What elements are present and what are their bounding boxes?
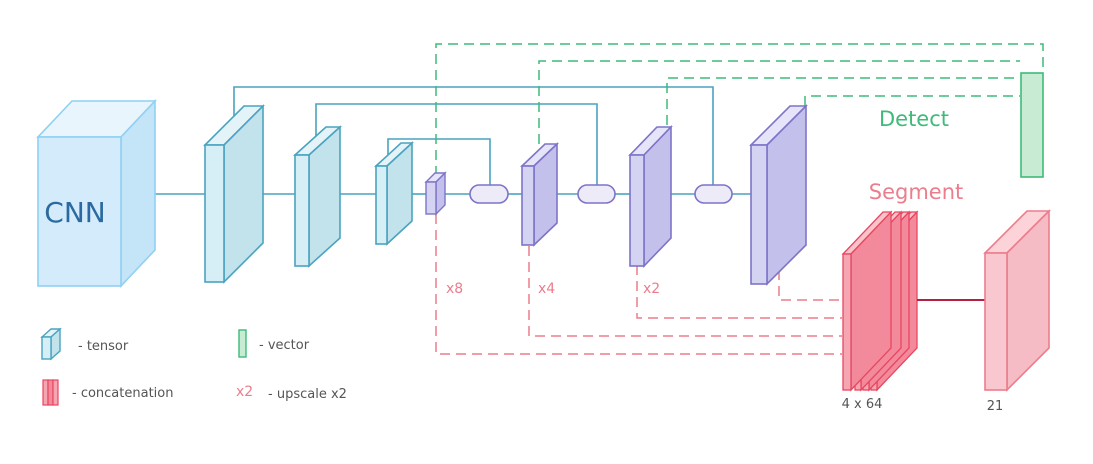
concatenation-stack: [841, 210, 919, 392]
upscale-x4-label: x4: [538, 281, 555, 297]
segment-connections: [435, 214, 842, 355]
tensor-decoder-3: [749, 104, 808, 286]
cnn-label: CNN: [44, 196, 105, 229]
legend-upscale-label: - upscale x2: [268, 387, 347, 402]
tensor-encoder-2: [292, 125, 343, 268]
detect-dash-2: [538, 60, 1020, 144]
upscale-x2-label: x2: [643, 281, 660, 297]
tensor-decoder-1: [520, 142, 559, 247]
tensor-bottleneck: [424, 171, 447, 216]
segment-label: Segment: [869, 180, 964, 204]
legend-vector-label: - vector: [259, 338, 310, 353]
concat-slice-1: [841, 210, 893, 392]
concat-dims-label: 4 x 64: [842, 397, 883, 412]
legend-concatenation-label: - concatenation: [72, 386, 173, 401]
detect-label: Detect: [879, 107, 949, 131]
upsample-oval-1: [469, 184, 509, 204]
legend: - tensor - vector - concatenation x2 - u…: [40, 327, 347, 406]
detect-dash-4: [804, 95, 1020, 106]
cnn-block: [36, 98, 157, 289]
legend-concatenation-icon: [42, 379, 59, 406]
segment-dash-x2: [636, 265, 842, 319]
upscale-x8-label: x8: [446, 281, 463, 297]
detect-connections: [435, 43, 1044, 176]
segment-dash-final: [778, 270, 842, 301]
tensor-encoder-3: [373, 141, 415, 246]
upsample-oval-2: [577, 184, 616, 204]
upsample-oval-3: [694, 184, 733, 204]
skip-connection-outer: [233, 86, 714, 190]
segment-dash-x4: [528, 246, 842, 337]
output-tensor: [983, 209, 1051, 392]
legend-tensor-icon: [40, 327, 62, 361]
output-dims-label: 21: [987, 399, 1004, 414]
legend-tensor-label: - tensor: [78, 339, 129, 354]
upsample-ops: [469, 184, 733, 204]
detect-dash-1: [435, 43, 1044, 176]
legend-upscale-sample: x2: [236, 384, 253, 400]
detect-vector: [1020, 72, 1044, 178]
detect-dash-3: [666, 77, 1020, 125]
tensor-encoder-1: [203, 104, 265, 284]
legend-vector-icon: [238, 329, 247, 358]
skip-connection-inner: [387, 138, 491, 190]
skip-connection-middle: [315, 103, 598, 190]
tensor-decoder-2: [628, 125, 673, 268]
skip-connections: [233, 86, 714, 190]
